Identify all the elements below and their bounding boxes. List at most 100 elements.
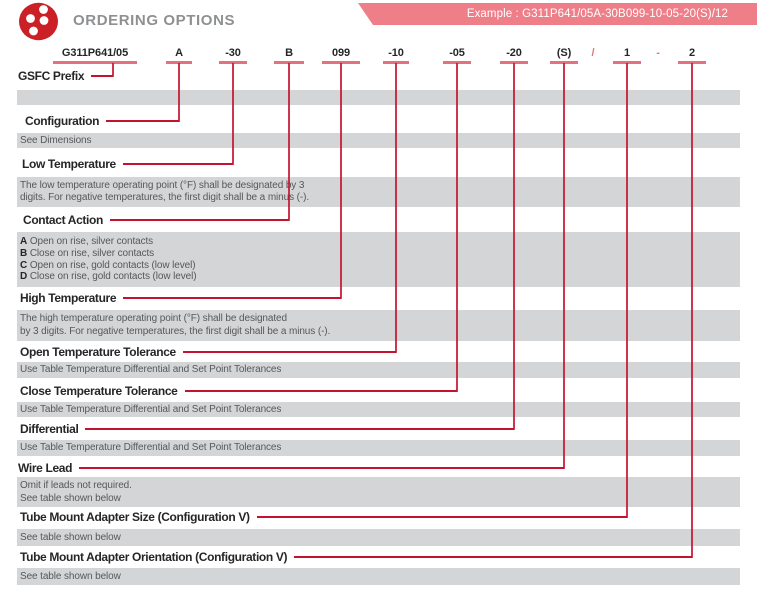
section-label-text: Open Temperature Tolerance (20, 345, 176, 359)
option-desc: Open on rise, silver contacts (29, 236, 154, 247)
segment-underline (383, 61, 409, 64)
leader-line (85, 428, 514, 430)
separator-slash: / (591, 47, 595, 59)
example-banner: Example : G311P641/05A-30B099-10-05-20(S… (358, 3, 757, 25)
info-text: Use Table Temperature Differential and S… (20, 442, 282, 453)
leader-line (91, 75, 113, 77)
info-bar-configuration: See Dimensions (17, 133, 740, 148)
info-bar-high-temperature: The high temperature operating point (°F… (17, 310, 740, 341)
part-segment-text: -05 (449, 47, 465, 59)
section-label-text: Tube Mount Adapter Orientation (Configur… (20, 550, 288, 564)
part-segment-adapter-orientation-code: 2 (678, 46, 706, 64)
part-segment-configuration-code: A (166, 46, 192, 64)
section-label-text: Low Temperature (22, 157, 116, 171)
leader-line (79, 467, 564, 469)
example-banner-text: Example : G311P641/05A-30B099-10-05-20(S… (466, 8, 728, 20)
part-segment-text: 1 (623, 47, 631, 59)
part-segment-text: G311P641/05 (61, 47, 129, 59)
brand-logo-icon (17, 0, 61, 44)
info-bar-open-tolerance: Use Table Temperature Differential and S… (17, 362, 740, 378)
section-label-low-temperature: Low Temperature (22, 157, 233, 171)
segment-underline (322, 61, 360, 64)
part-segment-text: 2 (688, 47, 696, 59)
option-code: A (20, 236, 28, 247)
section-label-text: Differential (20, 422, 79, 436)
section-label-adapter-size: Tube Mount Adapter Size (Configuration V… (20, 510, 627, 524)
section-label-open-tolerance: Open Temperature Tolerance (20, 345, 396, 359)
section-label-text: Close Temperature Tolerance (20, 384, 178, 398)
part-segment-text: -30 (225, 47, 241, 59)
part-segment-low-temperature-code: -30 (219, 46, 247, 64)
info-bar-adapter-orientation: See table shown below (17, 568, 740, 585)
leader-line (123, 297, 341, 299)
segment-underline (274, 61, 304, 64)
leader-line (106, 120, 179, 122)
segment-underline (613, 61, 641, 64)
part-segment-text: 099 (331, 47, 351, 59)
segment-underline (500, 61, 528, 64)
info-text: See Dimensions (20, 135, 92, 146)
segment-underline (550, 61, 578, 64)
option-desc: Close on rise, silver contacts (29, 247, 155, 259)
part-segment-contact-action-code: B (274, 46, 304, 64)
part-segment-high-temperature-code: 099 (322, 46, 360, 64)
segment-underline (53, 61, 137, 64)
section-label-text: Tube Mount Adapter Size (Configuration V… (20, 510, 250, 524)
info-bar-adapter-size: See table shown below (17, 529, 740, 546)
part-segment-adapter-size-code: 1 (613, 46, 641, 64)
part-segment-text: B (285, 47, 293, 59)
leader-line (294, 556, 692, 558)
separator-dash: - (656, 47, 660, 59)
section-label-text: Contact Action (23, 213, 103, 227)
contact-option: B Close on rise, silver contacts (17, 248, 740, 260)
segment-underline (443, 61, 471, 64)
info-bar-differential: Use Table Temperature Differential and S… (17, 440, 740, 456)
leader-line (122, 163, 233, 165)
info-text: The low temperature operating point (°F)… (20, 180, 305, 191)
section-label-text: High Temperature (20, 291, 117, 305)
section-label-differential: Differential (20, 422, 514, 436)
segment-underline (166, 61, 192, 64)
info-text: See table shown below (20, 492, 121, 504)
part-segment-text: -10 (388, 47, 404, 59)
info-text: See table shown below (20, 532, 121, 543)
contact-option: A Open on rise, silver contacts (17, 236, 740, 248)
section-label-close-tolerance: Close Temperature Tolerance (20, 384, 457, 398)
info-bar-spacer (17, 90, 740, 105)
part-segment-text: (S) (556, 47, 572, 59)
section-label-wire-lead: Wire Lead (18, 461, 564, 475)
contact-option: C Open on rise, gold contacts (low level… (17, 260, 740, 272)
info-bar-contact-action: A Open on rise, silver contacts B Close … (17, 232, 740, 287)
part-segment-prefix: G311P641/05 (53, 46, 137, 64)
option-code: C (20, 259, 28, 271)
section-label-high-temperature: High Temperature (20, 291, 341, 305)
contact-option: D Close on rise, gold contacts (low leve… (17, 271, 740, 283)
section-label-text: Configuration (25, 114, 100, 128)
section-label-gsfc-prefix: GSFC Prefix (18, 69, 113, 83)
part-segment-text: -20 (506, 47, 522, 59)
leader-line (110, 219, 289, 221)
section-label-text: Wire Lead (18, 461, 73, 475)
info-text: digits. For negative temperatures, the f… (20, 192, 310, 203)
option-code: B (20, 247, 28, 259)
part-segment-open-tolerance-code: -10 (383, 46, 409, 64)
segment-underline (219, 61, 247, 64)
info-bar-low-temperature: The low temperature operating point (°F)… (17, 177, 740, 207)
segment-underline (678, 61, 706, 64)
page-title: ORDERING OPTIONS (73, 12, 236, 29)
info-text: Use Table Temperature Differential and S… (20, 404, 282, 415)
leader-line (182, 351, 396, 353)
section-label-contact-action: Contact Action (23, 213, 289, 227)
part-segment-wire-lead-code: (S) (550, 46, 578, 64)
section-label-adapter-orientation: Tube Mount Adapter Orientation (Configur… (20, 550, 692, 564)
leader-line (184, 390, 457, 392)
option-desc: Close on rise, gold contacts (low level) (29, 271, 197, 283)
section-label-text: GSFC Prefix (18, 69, 85, 83)
info-text: by 3 digits. For negative temperatures, … (20, 325, 331, 337)
info-text: See table shown below (20, 571, 121, 582)
part-segment-differential-code: -20 (500, 46, 528, 64)
part-segment-close-tolerance-code: -05 (443, 46, 471, 64)
option-code: D (20, 271, 28, 283)
brand-logo-icon (19, 2, 58, 41)
